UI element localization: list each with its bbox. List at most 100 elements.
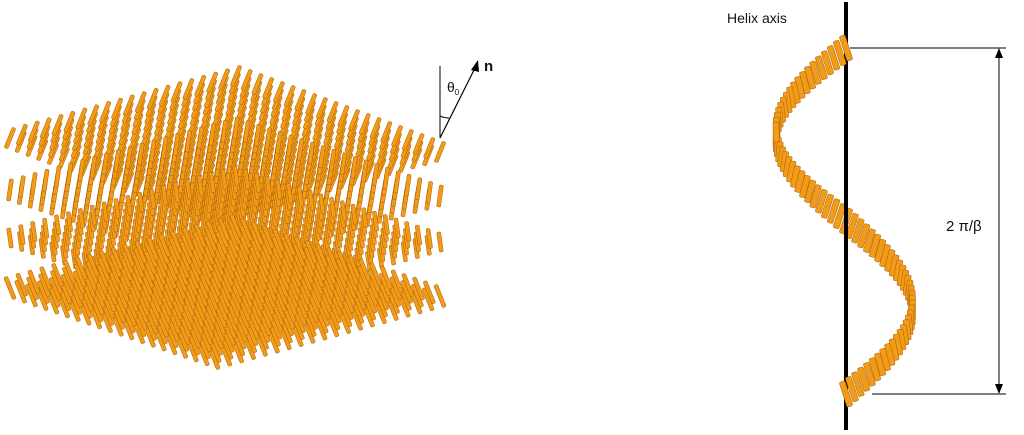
layer-rod bbox=[63, 260, 76, 284]
layer-rod bbox=[184, 178, 192, 200]
layer-rod bbox=[208, 172, 216, 193]
layer-rod bbox=[196, 175, 204, 197]
layer-rod bbox=[149, 188, 157, 210]
layer-rod bbox=[77, 159, 85, 182]
helix-rod bbox=[845, 213, 859, 239]
layer-rod bbox=[172, 133, 181, 156]
layer-rod bbox=[87, 104, 100, 126]
layer-rod bbox=[262, 225, 275, 249]
layer-rod bbox=[220, 120, 228, 143]
layer-rod bbox=[393, 170, 401, 193]
layer-rod bbox=[232, 165, 240, 187]
helix-rod bbox=[863, 362, 876, 387]
layer-rod bbox=[87, 253, 100, 277]
layer-rod bbox=[229, 214, 243, 238]
layer-rod bbox=[369, 117, 382, 139]
layer-rod bbox=[262, 77, 274, 99]
layer-rod bbox=[218, 68, 230, 91]
layer-rod bbox=[99, 250, 112, 274]
helix-axis-label: Helix axis bbox=[727, 10, 787, 26]
layer-rod bbox=[272, 229, 286, 253]
helix-rod bbox=[827, 198, 841, 224]
layer-rod bbox=[89, 204, 97, 226]
layer-rod bbox=[51, 114, 64, 136]
layer-4 bbox=[3, 214, 447, 370]
layer-rod bbox=[369, 262, 382, 286]
layer-rod bbox=[423, 280, 436, 304]
tilt-angle-label: θ0 bbox=[447, 79, 459, 97]
layer-rod bbox=[390, 269, 404, 293]
layer-rod bbox=[425, 181, 433, 204]
helix-rod bbox=[772, 121, 780, 143]
helix-rod bbox=[863, 228, 876, 253]
layer-rod bbox=[350, 203, 358, 225]
layer-rod bbox=[75, 107, 88, 130]
layer-rod bbox=[196, 126, 204, 150]
layer-rod bbox=[318, 193, 326, 215]
layer-rod bbox=[65, 162, 74, 185]
pitch-dimension bbox=[850, 47, 1006, 395]
director-label: n bbox=[484, 58, 494, 75]
layer-rod bbox=[326, 247, 339, 271]
layer-rod bbox=[414, 177, 423, 201]
layer-rod bbox=[307, 190, 315, 211]
layer-rod bbox=[361, 207, 369, 228]
director-indicator bbox=[439, 60, 479, 139]
pitch-label: 2 π/β bbox=[946, 218, 982, 235]
layer-rod bbox=[251, 73, 264, 95]
layer-rod bbox=[194, 224, 207, 248]
layer-rod bbox=[382, 214, 390, 235]
layer-rod bbox=[358, 258, 371, 282]
layer-rod bbox=[89, 155, 97, 179]
layer-rod bbox=[3, 276, 17, 300]
layer-rod bbox=[125, 195, 133, 216]
layer-rod bbox=[316, 97, 328, 119]
layer-rod bbox=[434, 141, 446, 163]
layer-rod bbox=[135, 91, 147, 113]
layer-rod bbox=[315, 243, 329, 268]
layer-rod bbox=[372, 163, 380, 186]
helix-rod bbox=[804, 179, 816, 204]
helix-rod bbox=[809, 184, 822, 209]
layer-rod bbox=[161, 136, 169, 159]
layer-rod bbox=[391, 125, 403, 147]
layer-rod bbox=[122, 243, 136, 268]
layer-rod bbox=[184, 129, 192, 153]
layer-rod bbox=[4, 127, 16, 149]
layer-rod bbox=[393, 217, 401, 239]
layer-rod bbox=[18, 224, 26, 245]
layer-rod bbox=[254, 172, 261, 194]
layer-rod bbox=[18, 175, 26, 198]
layer-rod bbox=[433, 284, 447, 308]
layer-rod bbox=[436, 184, 444, 208]
helix-rod bbox=[833, 40, 847, 66]
layer-rod bbox=[63, 110, 76, 133]
layer-rod bbox=[380, 265, 393, 290]
layer-rod bbox=[39, 117, 52, 139]
layer-rod bbox=[99, 101, 111, 123]
layer-rod bbox=[283, 85, 296, 107]
layer-rod bbox=[6, 227, 14, 249]
layer-rod bbox=[286, 134, 294, 158]
helix-rod bbox=[821, 50, 834, 76]
layer-rod bbox=[194, 75, 207, 97]
layer-rod bbox=[16, 123, 28, 146]
layer-rod bbox=[264, 127, 272, 150]
helix-rod bbox=[821, 193, 834, 219]
layer-rod bbox=[296, 138, 304, 161]
layer-rod bbox=[240, 69, 253, 91]
layer-rod bbox=[425, 228, 433, 249]
layer-rod bbox=[54, 165, 62, 189]
layer-rod bbox=[30, 172, 38, 195]
layer-rod bbox=[337, 105, 350, 127]
layer-rod bbox=[101, 152, 109, 176]
layer-rod bbox=[158, 84, 171, 107]
layer-rod bbox=[28, 120, 40, 143]
layered-rod-stack bbox=[3, 65, 447, 370]
layer-rod bbox=[27, 269, 40, 294]
layer-rod bbox=[240, 218, 253, 242]
layer-rod bbox=[329, 197, 337, 218]
layer-rod bbox=[206, 220, 219, 245]
layer-rod bbox=[243, 169, 251, 190]
